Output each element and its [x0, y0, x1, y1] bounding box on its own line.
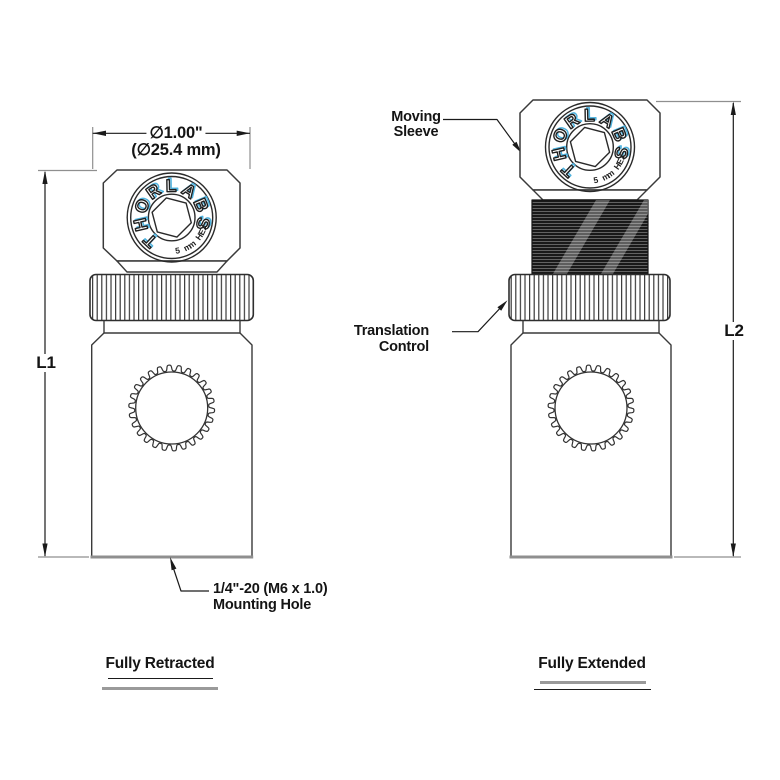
svg-text:X: X [198, 223, 209, 232]
svg-text:H: H [548, 146, 570, 163]
arrowhead-up-icon [42, 170, 48, 184]
svg-text:X: X [616, 152, 627, 161]
svg-text:5: 5 [593, 175, 600, 186]
hex-socket [151, 197, 192, 238]
caption-underline [534, 688, 651, 691]
post-body [91, 320, 253, 556]
svg-text:L: L [585, 104, 596, 124]
mounting-hole-line2: Mounting Hole [213, 596, 312, 613]
svg-text:S: S [610, 145, 632, 160]
side-knob-face [554, 371, 628, 445]
svg-text:S: S [192, 216, 214, 231]
arrowhead-icon [512, 141, 522, 153]
mounting-hole-line1: 1/4"-20 (M6 x 1.0) [213, 581, 328, 597]
svg-text:H: H [129, 216, 151, 233]
l2-length-label: L2 [721, 322, 747, 340]
threaded-sleeve [531, 199, 649, 277]
arrowhead-icon [497, 300, 508, 311]
mounting-hole-label: 1/4"-20 (M6 x 1.0) Mounting Hole [213, 581, 328, 613]
svg-text:E: E [196, 227, 208, 237]
svg-text:S: S [612, 144, 634, 159]
translation-control-line1: Translation [353, 323, 429, 339]
svg-text:5: 5 [174, 245, 181, 256]
arrowhead-left-icon [92, 130, 106, 136]
svg-text:S: S [194, 215, 216, 230]
moving-sleeve-label: Moving Sleeve [391, 110, 441, 140]
arrowhead-right-icon [236, 130, 250, 136]
translation-control-ring [508, 273, 671, 322]
moving-sleeve-line1: Moving [391, 109, 441, 125]
hex-cap-lip [116, 260, 228, 273]
svg-text:H: H [612, 161, 624, 172]
svg-text:H: H [549, 144, 571, 161]
svg-text:E: E [614, 157, 626, 167]
translation-control-line2: Control [378, 339, 429, 355]
l1-length-label: L1 [33, 354, 59, 372]
caption-underline [540, 680, 646, 684]
caption-underline [108, 677, 213, 680]
engraved-cap-face [126, 172, 217, 263]
svg-text:L: L [166, 176, 177, 196]
diameter-label-mm: (∅25.4 mm) [128, 141, 224, 159]
arrowhead-up-icon [730, 101, 736, 115]
translation-control-leader [452, 300, 508, 333]
translation-control-label: Translation Control [354, 323, 429, 355]
engraved-cap-face [544, 101, 636, 193]
svg-text:m: m [182, 241, 194, 254]
svg-text:H: H [131, 215, 153, 232]
svg-text:H: H [193, 231, 205, 242]
arrowhead-down-icon [42, 543, 48, 557]
moving-sleeve-leader [443, 118, 522, 153]
svg-text:L: L [167, 174, 178, 194]
post-body [510, 320, 672, 556]
hex-socket [569, 126, 611, 168]
svg-text:L: L [584, 105, 595, 125]
mounting-hole-leader [170, 557, 209, 592]
arrowhead-icon [170, 557, 177, 571]
extension-lines [38, 127, 251, 558]
translation-control-ring [89, 273, 255, 322]
svg-text:m: m [600, 170, 612, 183]
side-knob-face [135, 371, 209, 445]
caption-fully-retracted: Fully Retracted [105, 655, 215, 672]
extension-lines [656, 100, 741, 558]
caption-fully-extended: Fully Extended [538, 655, 646, 672]
arrowhead-down-icon [730, 543, 736, 557]
thread-highlights [552, 200, 648, 276]
moving-sleeve-line2: Sleeve [393, 124, 439, 140]
diameter-label-inches: ∅1.00" [146, 124, 206, 142]
caption-underline [102, 686, 218, 690]
